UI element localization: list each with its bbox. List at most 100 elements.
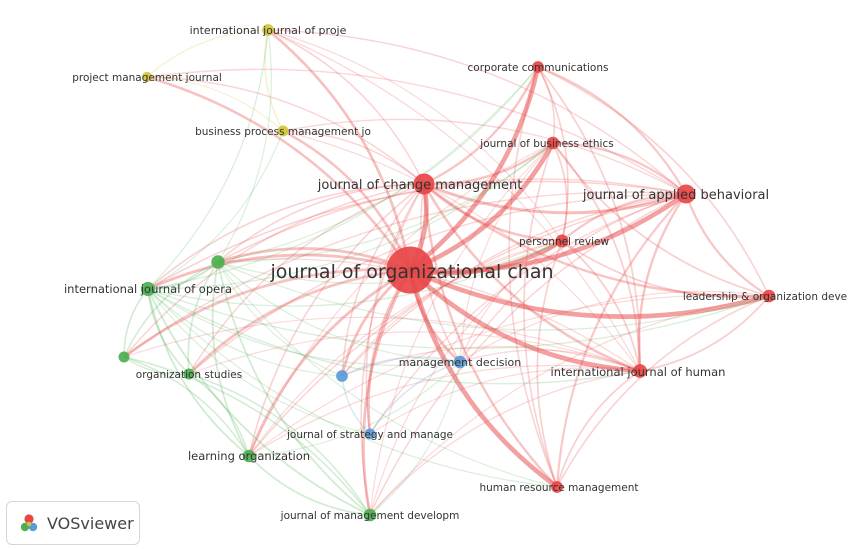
- link-jab-g2: [123, 191, 687, 358]
- link-jcm-jab: [423, 182, 687, 215]
- node-jab[interactable]: [676, 184, 696, 204]
- link-pr-jmd: [369, 240, 563, 516]
- node-label-jbe[interactable]: journal of business ethics: [479, 138, 613, 150]
- node-jcm[interactable]: [413, 173, 435, 195]
- link-jcm-g2: [123, 183, 425, 358]
- link-jcm-ijp: [267, 29, 425, 185]
- link-jab-pr: [561, 192, 687, 242]
- node-ijp[interactable]: [262, 24, 274, 36]
- link-jcm-ijo: [147, 183, 425, 290]
- link-jab-pmj: [146, 68, 687, 195]
- node-label-os[interactable]: organization studies: [136, 369, 242, 381]
- link-jmd-md: [369, 361, 461, 516]
- link-jcm-jbe: [423, 142, 554, 186]
- link-g1-lo: [211, 261, 250, 457]
- link-ijo-lod: [147, 288, 770, 350]
- link-layer: [123, 28, 770, 516]
- link-md-b1: [341, 356, 461, 377]
- node-label-pr[interactable]: personnel review: [519, 236, 609, 248]
- link-ijh-md: [459, 349, 641, 372]
- node-bpm[interactable]: [277, 125, 289, 137]
- node-label-pmj[interactable]: project management journal: [72, 72, 222, 84]
- link-pr-b1: [341, 240, 563, 377]
- link-g1-ijp: [217, 29, 272, 263]
- link-jab-lo: [248, 193, 687, 457]
- link-jcm-pr: [423, 183, 563, 243]
- link-g1-os: [187, 261, 219, 375]
- node-joc[interactable]: [386, 246, 434, 294]
- link-ijh-g2: [123, 316, 641, 372]
- link-jab-jsm: [369, 193, 687, 435]
- link-ijo-g1: [147, 261, 219, 290]
- node-jsm[interactable]: [364, 428, 376, 440]
- link-ijh-lo: [248, 364, 641, 457]
- vosviewer-label: VOSviewer: [47, 513, 134, 533]
- node-os[interactable]: [183, 368, 195, 380]
- link-ijh-ijp: [267, 29, 641, 372]
- link-ijh-cc: [537, 66, 641, 372]
- node-label-md[interactable]: management decision: [399, 356, 522, 369]
- link-lo-md: [248, 361, 461, 457]
- node-label-ijp[interactable]: international journal of proje: [190, 24, 347, 37]
- vosviewer-badge[interactable]: VOSviewer: [6, 501, 140, 545]
- node-lo[interactable]: [242, 449, 256, 463]
- link-joc-ijp: [267, 28, 412, 271]
- node-g1[interactable]: [211, 255, 225, 269]
- node-label-bpm[interactable]: business process management jo: [195, 126, 371, 138]
- link-lod-cc: [537, 66, 770, 297]
- node-pr[interactable]: [555, 234, 569, 248]
- link-jbe-cc: [537, 66, 556, 144]
- link-joc-ijh: [408, 268, 641, 374]
- link-pr-md: [459, 240, 563, 363]
- node-jbe[interactable]: [546, 136, 560, 150]
- node-pmj[interactable]: [141, 71, 153, 83]
- node-label-lo[interactable]: learning organization: [188, 449, 310, 463]
- node-cc[interactable]: [532, 61, 544, 73]
- node-label-jmd[interactable]: journal of management developm: [280, 510, 460, 522]
- link-jbe-md: [459, 142, 554, 363]
- node-label-jab[interactable]: journal of applied behavioral: [582, 188, 769, 203]
- node-jmd[interactable]: [363, 508, 377, 522]
- node-g2[interactable]: [118, 351, 130, 363]
- link-jab-cc: [537, 65, 687, 195]
- node-label-ijo[interactable]: international journal of opera: [64, 282, 232, 296]
- link-jcm-hrm: [422, 183, 558, 488]
- node-label-lod[interactable]: leadership & organization deve: [683, 291, 847, 303]
- link-jab-g1: [217, 178, 687, 263]
- link-ijo-cc: [147, 66, 539, 290]
- link-jab-ijh: [637, 193, 687, 372]
- link-g1-md: [217, 261, 461, 363]
- link-jab-md: [459, 193, 687, 363]
- link-g1-lod: [217, 261, 770, 331]
- node-label-ijh[interactable]: international journal of human: [551, 365, 726, 379]
- link-ijh-jbe: [552, 142, 641, 372]
- link-joc-lo: [247, 268, 411, 457]
- link-bpm-pmj: [146, 76, 284, 132]
- node-lod[interactable]: [762, 289, 776, 303]
- node-label-jcm[interactable]: journal of change management: [317, 178, 523, 193]
- link-joc-jbe: [409, 141, 556, 273]
- link-ijo-jmd: [147, 288, 371, 516]
- link-jcm-jmd: [360, 183, 425, 516]
- node-md[interactable]: [453, 355, 467, 369]
- link-jmd-os: [188, 373, 371, 516]
- link-pr-cc: [537, 66, 569, 242]
- node-label-hrm[interactable]: human resource management: [479, 482, 638, 494]
- node-label-jsm[interactable]: journal of strategy and manage: [286, 429, 453, 441]
- link-jab-ijp: [267, 29, 687, 195]
- link-jcm-os: [188, 183, 425, 375]
- link-jbe-jmd: [369, 142, 554, 516]
- link-jcm-pmj: [146, 76, 425, 185]
- link-joc-cc: [408, 66, 541, 272]
- node-ijo[interactable]: [140, 281, 156, 297]
- link-joc-bpm: [282, 129, 412, 271]
- node-b1[interactable]: [336, 370, 348, 382]
- node-label-cc[interactable]: corporate communications: [468, 62, 609, 74]
- node-label-joc[interactable]: journal of organizational chan: [269, 261, 553, 283]
- node-ijh[interactable]: [633, 364, 647, 378]
- link-joc-jmd: [362, 269, 412, 516]
- link-ijh-bpm: [282, 130, 641, 372]
- node-hrm[interactable]: [551, 481, 563, 493]
- link-lo-jmd: [248, 455, 371, 516]
